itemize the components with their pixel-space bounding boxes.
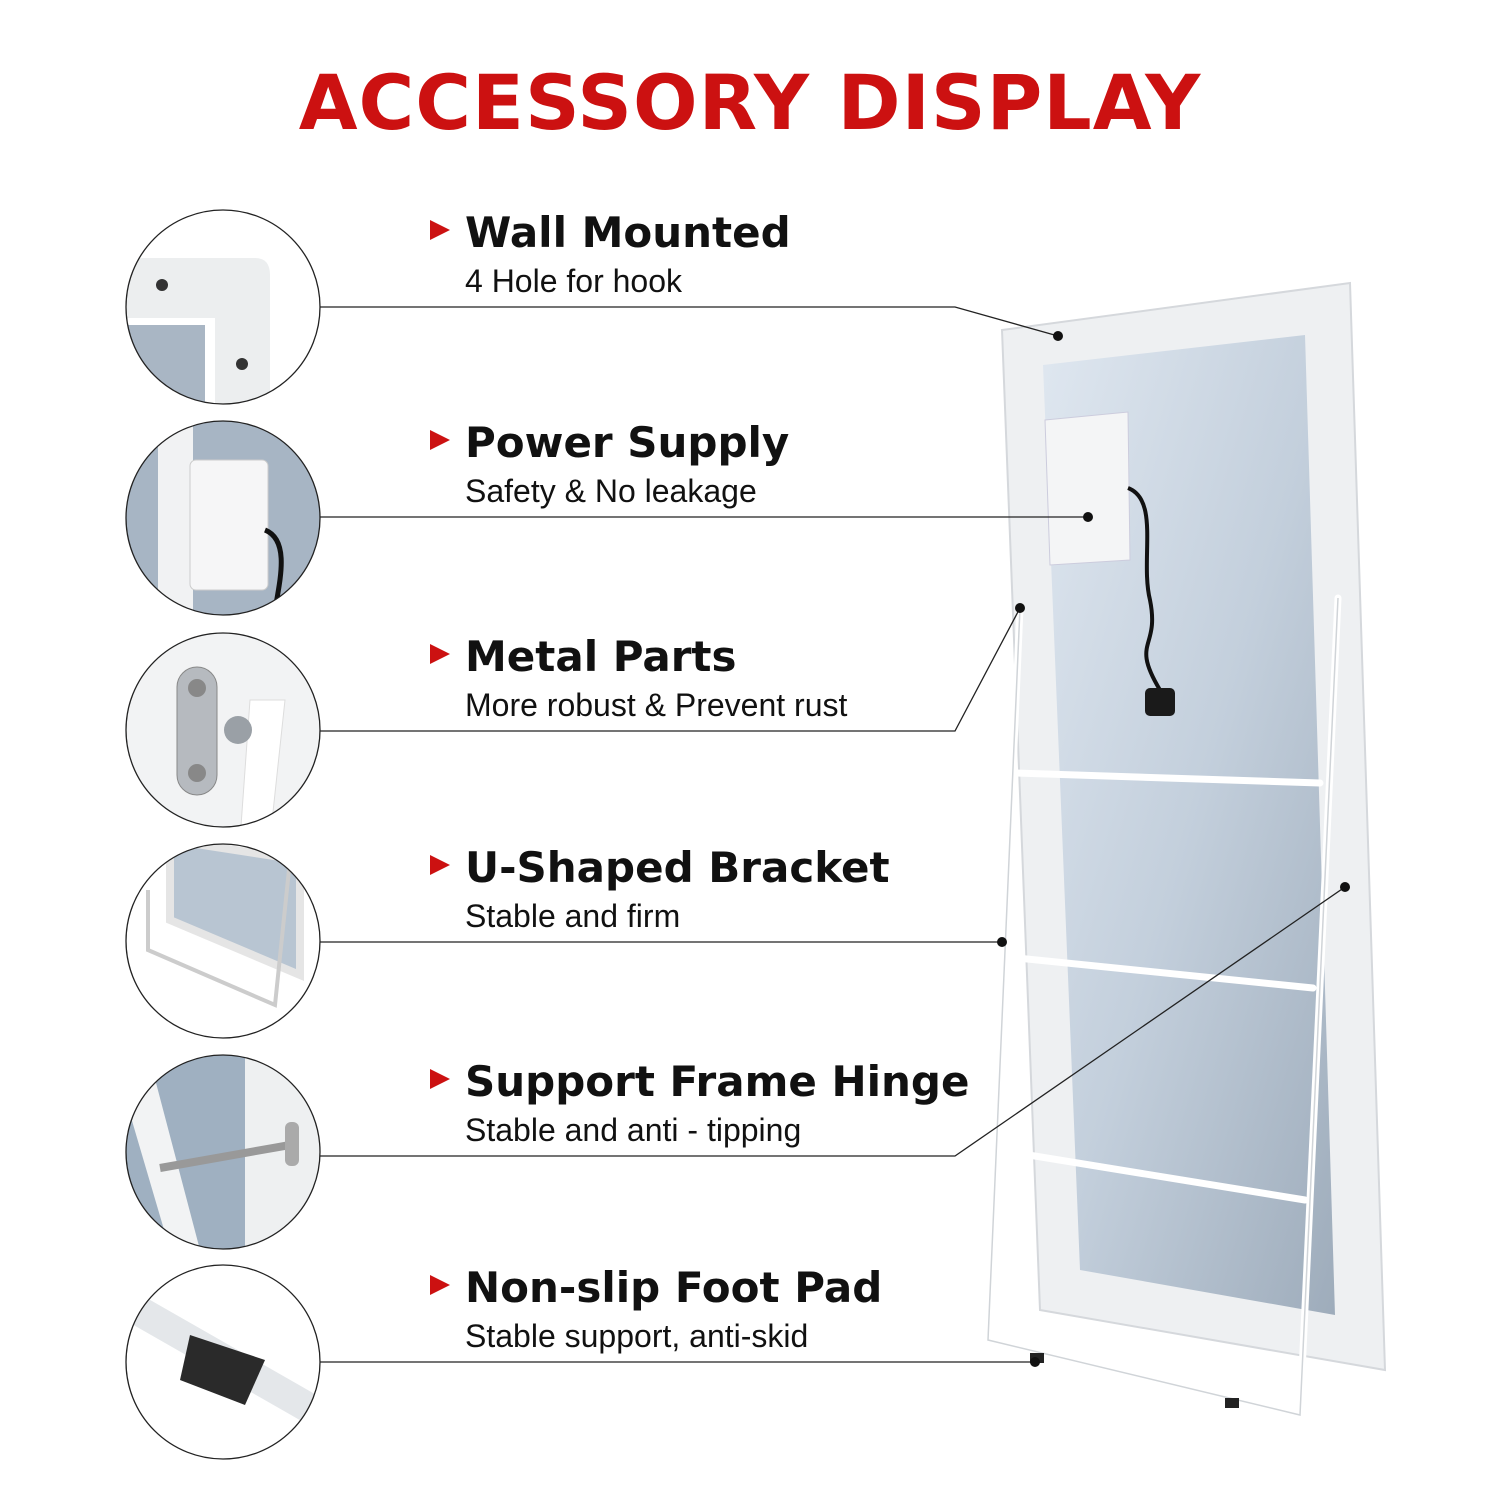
feature-subtitle: Stable support, anti-skid — [465, 1318, 809, 1354]
bullet-triangle-icon — [430, 430, 450, 450]
feature-subtitle: Stable and firm — [465, 898, 681, 934]
bullet-triangle-icon — [430, 1069, 450, 1089]
detail-u-bracket-icon — [126, 844, 320, 1038]
bullet-triangle-icon — [430, 220, 450, 240]
page-title: ACCESSORY DISPLAY — [298, 58, 1202, 147]
mirror-image — [984, 281, 1387, 1420]
feature-subtitle: More robust & Prevent rust — [465, 687, 848, 723]
detail-metal-parts-icon — [126, 633, 320, 827]
detail-hinge-icon — [126, 1055, 320, 1249]
feature-heading: Support Frame Hinge — [465, 1057, 970, 1106]
feature-subtitle: 4 Hole for hook — [465, 263, 683, 299]
detail-wall-mount-icon — [126, 210, 320, 404]
bullet-triangle-icon — [430, 1275, 450, 1295]
feature-heading: Wall Mounted — [465, 208, 791, 257]
detail-foot-pad-icon — [126, 1265, 320, 1459]
leader-lines — [320, 306, 1346, 1363]
feature-subtitle: Safety & No leakage — [465, 473, 757, 509]
feature-subtitle: Stable and anti - tipping — [465, 1112, 802, 1148]
feature-heading: Metal Parts — [465, 632, 737, 681]
detail-power-supply-icon — [126, 421, 320, 615]
feature-heading: Non-slip Foot Pad — [465, 1263, 883, 1312]
feature-heading: Power Supply — [465, 418, 790, 467]
bullet-triangle-icon — [430, 644, 450, 664]
feature-heading: U-Shaped Bracket — [465, 843, 890, 892]
bullet-triangle-icon — [430, 855, 450, 875]
